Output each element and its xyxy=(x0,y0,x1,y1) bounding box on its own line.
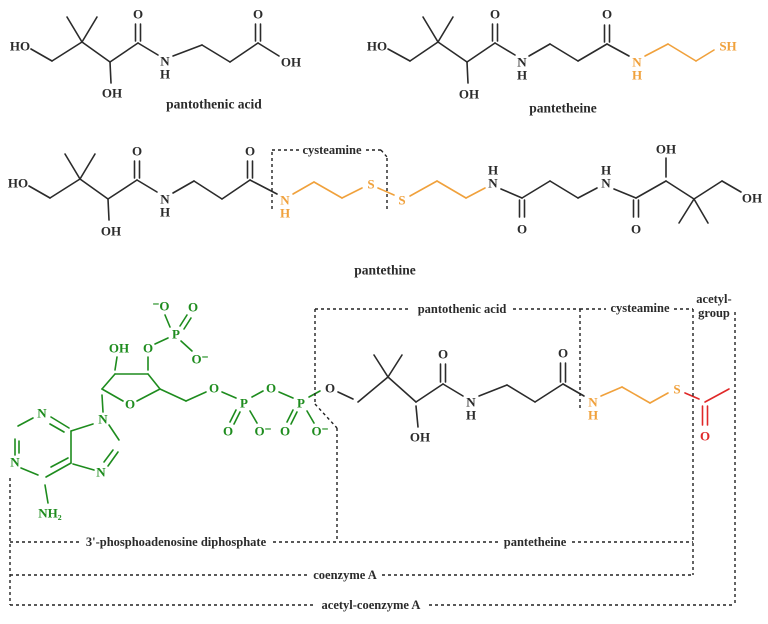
atom-label-h: H xyxy=(160,67,170,82)
atom-label-oh: OH xyxy=(102,86,122,101)
atom-label-h: H xyxy=(588,408,598,423)
pantethine-disulfide-chain xyxy=(292,180,486,199)
atom-label-n: N xyxy=(96,465,106,480)
acetyl-group-skeleton xyxy=(684,388,730,426)
atom-label-h: H xyxy=(601,163,611,178)
atom-label-n: N xyxy=(488,176,498,191)
atom-label-o: O xyxy=(517,222,527,237)
atom-label-o: O xyxy=(143,341,153,356)
bracket-label-acetyl-group-line1: acetyl- xyxy=(696,292,731,306)
bracket-label-phosphoadenosine-diphosphate: 3'-phosphoadenosine diphosphate xyxy=(86,535,267,549)
structure-label-pantetheine: pantetheine xyxy=(529,101,597,116)
atom-label-o: O xyxy=(558,346,568,361)
structure-acetyl-coenzyme-a: N N N N NH₂ O OH O P O ⁻O O⁻ O P O O⁻ O … xyxy=(9,292,736,612)
atom-label-o: O xyxy=(132,144,142,159)
atom-label-s: S xyxy=(367,177,374,192)
cysteamine-bracket xyxy=(271,149,388,212)
atom-label-ho: HO xyxy=(10,39,30,54)
pantethine-left-skeleton xyxy=(28,153,278,221)
atom-label-n: N xyxy=(280,193,290,208)
coa-annotation-brackets xyxy=(9,308,736,606)
bracket-label-cysteamine: cysteamine xyxy=(610,301,669,315)
pantetheine-cysteamine-chain xyxy=(644,43,715,62)
pantothenic-acid-skeleton xyxy=(30,16,280,84)
atom-label-n: N xyxy=(160,54,170,69)
structure-pantothenic-acid: HO OH O N H O OH pantothenic acid xyxy=(10,7,301,112)
atom-label-sh: SH xyxy=(719,39,736,54)
atom-label-oh: OH xyxy=(742,191,762,206)
atom-label-ho: HO xyxy=(367,39,387,54)
atom-label-o: O xyxy=(133,7,143,22)
structure-pantethine: cysteamine HO OH O N H O N H S S H N O H… xyxy=(8,142,762,278)
atom-label-h: H xyxy=(632,68,642,83)
atom-label-h: H xyxy=(466,408,476,423)
structure-label-pantethine: pantethine xyxy=(354,263,416,278)
atom-label-n: N xyxy=(98,412,108,427)
atom-label-o: O xyxy=(631,222,641,237)
atom-label-n: N xyxy=(466,395,476,410)
atom-label-n: N xyxy=(632,55,642,70)
atom-label-oh: OH xyxy=(281,55,301,70)
atom-label-oh: OH xyxy=(459,87,479,102)
atom-label-h: H xyxy=(280,206,290,221)
atom-label-o: O xyxy=(253,7,263,22)
atom-label-o-minus: O⁻ xyxy=(192,352,209,367)
structure-pantetheine: HO OH O N H O N H SH pantetheine xyxy=(367,7,737,116)
atom-label-h: H xyxy=(488,163,498,178)
atom-label-oh: OH xyxy=(109,341,129,356)
atom-label-o: O xyxy=(209,381,219,396)
atom-label-ho: HO xyxy=(8,176,28,191)
atom-label-n: N xyxy=(517,55,527,70)
atom-label-n: N xyxy=(37,406,47,421)
atom-label-p: P xyxy=(297,396,305,411)
atom-label-o: O xyxy=(223,424,233,439)
atom-label-o: O xyxy=(280,424,290,439)
bracket-label-pantothenic-acid: pantothenic acid xyxy=(418,302,507,316)
atom-label-o: O xyxy=(325,381,335,396)
adenosine-diphosphate-skeleton xyxy=(14,314,321,504)
atom-label-oh: OH xyxy=(656,142,676,157)
atom-label-h: H xyxy=(517,68,527,83)
atom-label-h: H xyxy=(160,205,170,220)
bracket-label-acetyl-coenzyme-a: acetyl-coenzyme A xyxy=(322,598,421,612)
atom-label-o: O xyxy=(125,397,135,412)
coa-pantothenate-skeleton xyxy=(337,354,585,428)
bracket-label-acetyl-group-line2: group xyxy=(698,306,730,320)
bracket-label-cysteamine: cysteamine xyxy=(302,143,361,157)
atom-label-s: S xyxy=(673,382,680,397)
atom-label-o-minus: O⁻ xyxy=(255,424,272,439)
bracket-label-pantetheine: pantetheine xyxy=(504,535,567,549)
atom-label-p: P xyxy=(240,396,248,411)
atom-label-oh: OH xyxy=(101,224,121,239)
atom-label-o: O xyxy=(245,144,255,159)
atom-label-nh2: NH₂ xyxy=(38,506,62,521)
atom-label-o: O xyxy=(602,7,612,22)
atom-label-n: N xyxy=(10,455,20,470)
atom-label-o: O xyxy=(188,300,198,315)
coa-cysteamine-chain xyxy=(600,386,669,404)
atom-label-o-minus: ⁻O xyxy=(153,299,170,314)
atom-label-s: S xyxy=(398,193,405,208)
atom-label-o: O xyxy=(490,7,500,22)
atom-label-o: O xyxy=(438,347,448,362)
atom-label-o: O xyxy=(266,381,276,396)
atom-label-n: N xyxy=(601,176,611,191)
atom-label-p: P xyxy=(172,327,180,342)
atom-label-n: N xyxy=(160,192,170,207)
atom-label-n: N xyxy=(588,395,598,410)
bracket-label-coenzyme-a: coenzyme A xyxy=(313,568,377,582)
atom-label-o: O xyxy=(700,429,710,444)
pantetheine-skeleton xyxy=(387,16,630,84)
structure-label-pantothenic-acid: pantothenic acid xyxy=(166,97,262,112)
atom-label-o-minus: O⁻ xyxy=(312,424,329,439)
atom-label-oh: OH xyxy=(410,430,430,445)
pantethine-right-skeleton xyxy=(500,157,742,224)
